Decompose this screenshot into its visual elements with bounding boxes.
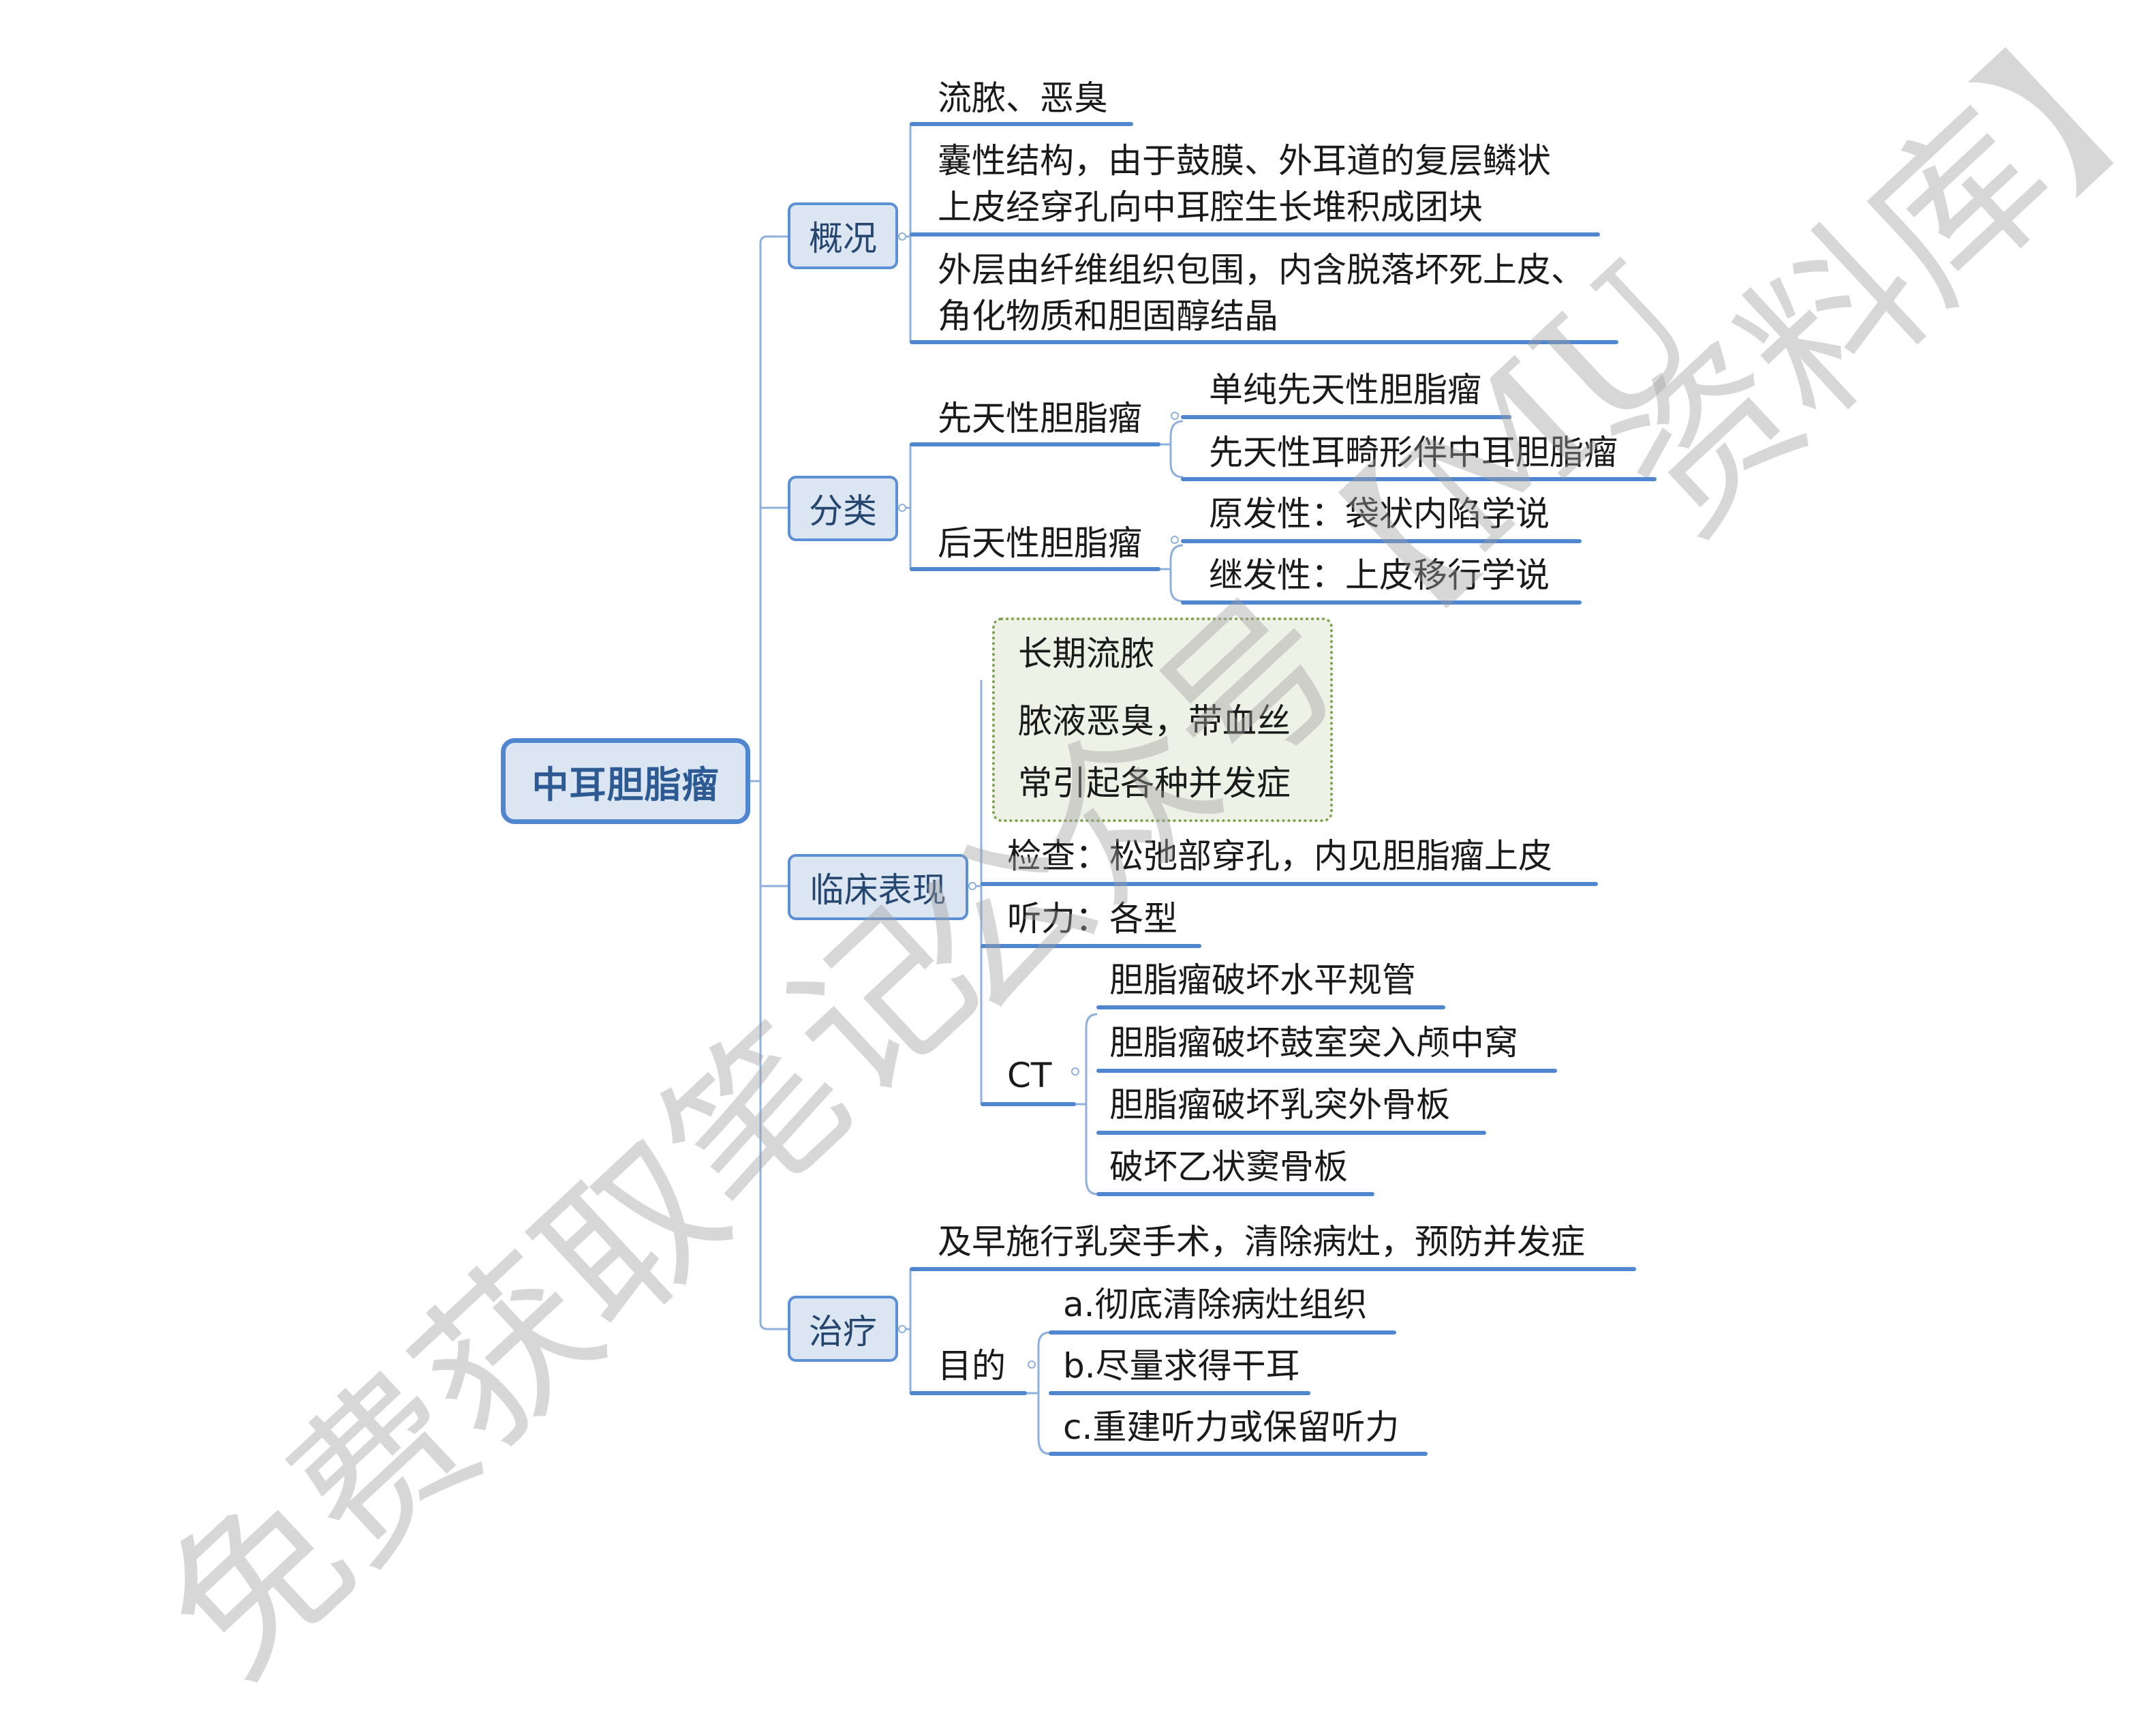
overview-item-layer-line2[interactable]: 角化物质和胆固醇结晶 [938, 296, 1278, 336]
congenital-malformation[interactable]: 先天性耳畸形伴中耳胆脂瘤 [1209, 433, 1618, 472]
classification-congenital[interactable]: 先天性胆脂瘤 [938, 399, 1142, 438]
collapse-toggle-goal[interactable] [1028, 1360, 1036, 1369]
treatment-principle[interactable]: 及早施行乳突手术，清除病灶，预防并发症 [938, 1222, 1585, 1262]
ct-finding-3[interactable]: 胆脂瘤破坏乳突外骨板 [1109, 1085, 1450, 1125]
overview-item-layer-line1[interactable]: 外层由纤维组织包围，内含脱落坏死上皮、 [938, 250, 1585, 290]
central-topic[interactable]: 中耳胆脂瘤 [501, 738, 750, 824]
ct-finding-1[interactable]: 胆脂瘤破坏水平规管 [1109, 960, 1416, 1000]
topic-overview[interactable]: 概况 [788, 202, 898, 269]
collapse-toggle-overview[interactable] [898, 232, 906, 241]
collapse-toggle-congenital[interactable] [1171, 412, 1179, 420]
collapse-toggle-classification[interactable] [898, 504, 906, 512]
classification-acquired[interactable]: 后天性胆脂瘤 [938, 523, 1142, 563]
topic-classification[interactable]: 分类 [788, 476, 898, 541]
collapse-toggle-treatment[interactable] [898, 1325, 906, 1333]
goal-a[interactable]: a.彻底清除病灶组织 [1063, 1285, 1368, 1324]
symptom-complications[interactable]: 常引起各种并发症 [1018, 763, 1291, 803]
topic-clinical[interactable]: 临床表现 [788, 854, 968, 920]
symptom-group-boundary [992, 618, 1333, 822]
goal-c[interactable]: c.重建听力或保留听力 [1063, 1407, 1400, 1447]
symptom-foul-pus[interactable]: 脓液恶臭，带血丝 [1018, 701, 1291, 741]
overview-item-cyst-line2[interactable]: 上皮经穿孔向中耳腔生长堆积成团块 [938, 187, 1483, 227]
symptom-long-term-otorrhea[interactable]: 长期流脓 [1018, 634, 1154, 673]
topic-treatment[interactable]: 治疗 [788, 1296, 898, 1362]
clinical-ct[interactable]: CT [1007, 1056, 1052, 1095]
acquired-secondary[interactable]: 继发性：上皮移行学说 [1209, 555, 1550, 595]
clinical-exam[interactable]: 检查：松弛部穿孔，内见胆脂瘤上皮 [1007, 836, 1552, 876]
ct-finding-4[interactable]: 破坏乙状窦骨板 [1109, 1147, 1348, 1187]
collapse-toggle-clinical[interactable] [968, 882, 976, 890]
overview-item-cyst-line1[interactable]: 囊性结构，由于鼓膜、外耳道的复层鳞状 [938, 141, 1551, 181]
connector-lines [750, 122, 1657, 1456]
ct-finding-2[interactable]: 胆脂瘤破坏鼓室突入颅中窝 [1109, 1023, 1518, 1063]
congenital-simple[interactable]: 单纯先天性胆脂瘤 [1209, 370, 1481, 410]
goal-b[interactable]: b.尽量求得干耳 [1063, 1346, 1300, 1386]
overview-item-pus-odor[interactable]: 流脓、恶臭 [938, 78, 1108, 118]
collapse-toggle-ct[interactable] [1071, 1067, 1079, 1076]
acquired-primary[interactable]: 原发性：袋状内陷学说 [1209, 494, 1550, 534]
mind-map-canvas: 中耳胆脂瘤 概况 分类 临床表现 治疗 流脓、恶臭 囊性结构，由于鼓膜、外耳道的… [129, 0, 2156, 1714]
collapse-toggle-acquired[interactable] [1171, 536, 1179, 544]
clinical-hearing[interactable]: 听力：各型 [1007, 899, 1177, 939]
treatment-goal[interactable]: 目的 [938, 1346, 1006, 1386]
